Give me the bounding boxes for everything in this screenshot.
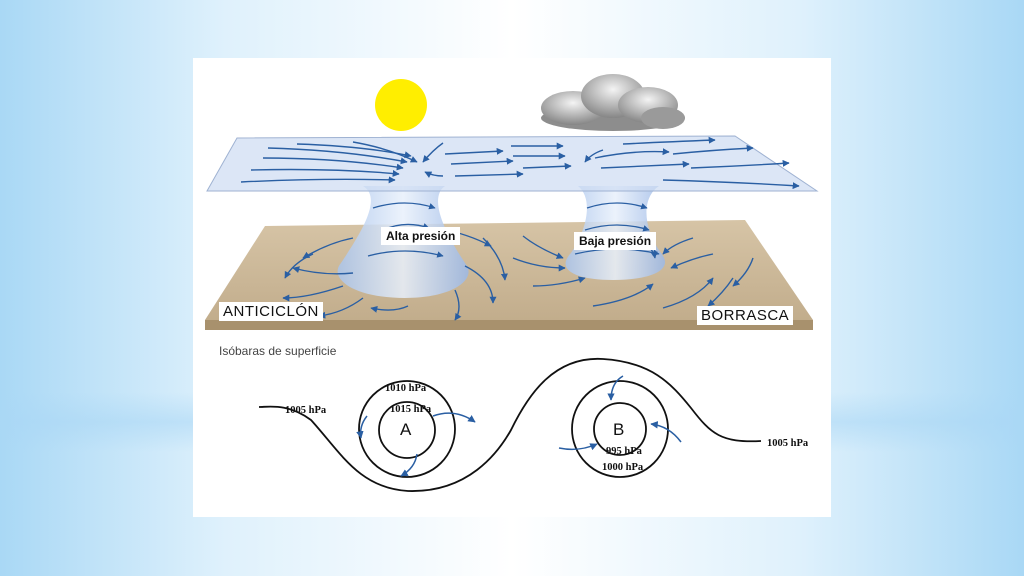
cloud-icon xyxy=(541,74,685,131)
diagram-canvas: Alta presión Baja presión ANTICICLÓN BOR… xyxy=(193,58,831,517)
isobar-995 xyxy=(593,402,647,456)
low-pressure-label: Baja presión xyxy=(574,232,657,250)
isobar-label-995: 995 hPa xyxy=(606,446,642,457)
isobar-wind-arrows xyxy=(356,375,682,477)
isobar-1015 xyxy=(378,401,436,459)
isobar-label-1015: 1015 hPa xyxy=(390,404,432,415)
isobar-1010 xyxy=(358,380,456,478)
high-center-letter: A xyxy=(400,420,412,439)
low-center-letter: B xyxy=(613,420,625,439)
upper-air-arrows xyxy=(240,136,800,190)
pressure-diagram xyxy=(205,74,819,492)
isobar-label-1010: 1010 hPa xyxy=(385,383,427,394)
ground-arrows-high xyxy=(282,227,508,321)
isobar-label-1000: 1000 hPa xyxy=(602,462,644,473)
surface-isobars-title: Isóbaras de superficie xyxy=(219,344,337,358)
high-pressure-label: Alta presión xyxy=(381,227,461,245)
sun-icon xyxy=(375,79,427,131)
isobar-label-1005-left: 1005 hPa xyxy=(285,405,327,416)
storm-label: BORRASCA xyxy=(697,306,794,325)
surface-isobars xyxy=(258,358,762,492)
anticyclone-label: ANTICICLÓN xyxy=(219,302,323,321)
isobar-1005 xyxy=(258,358,762,492)
isobar-label-1005-right: 1005 hPa xyxy=(767,438,809,449)
